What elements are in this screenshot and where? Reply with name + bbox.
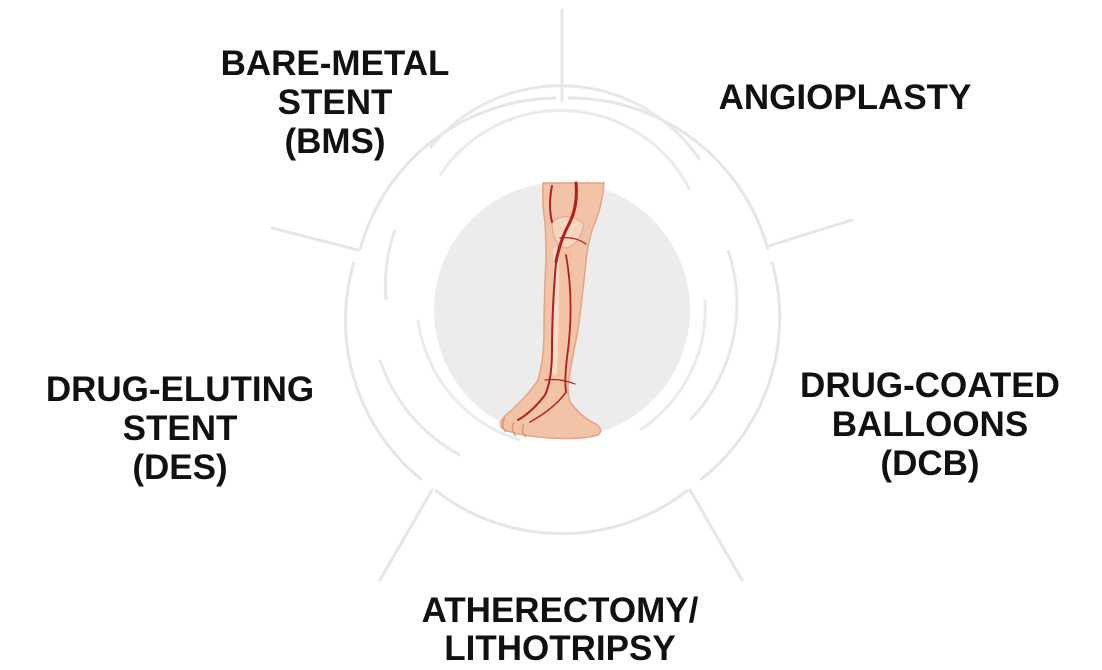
label-des-line-3: (DES) [0, 448, 360, 487]
spoke-upper-right [768, 220, 852, 246]
spoke-upper-left [272, 228, 358, 250]
label-athero-line-1: ATHERECTOMY/ [330, 592, 790, 630]
label-dcb-line-3: (DCB) [760, 444, 1100, 483]
label-atherectomy-lithotripsy: ATHERECTOMY/ LITHOTRIPSY [330, 592, 790, 668]
spoke-lower-left [380, 490, 432, 580]
label-angioplasty-line-1: ANGIOPLASTY [660, 78, 1030, 117]
label-bare-metal-stent: BARE-METAL STENT (BMS) [170, 44, 500, 161]
label-des-line-2: STENT [0, 409, 360, 448]
label-bms-line-3: (BMS) [170, 122, 500, 161]
spoke-lower-right [690, 490, 742, 580]
middle-ring-arc-3 [380, 360, 460, 455]
label-drug-eluting-stent: DRUG-ELUTING STENT (DES) [0, 370, 360, 487]
outer-ring-segment-3 [435, 490, 688, 534]
label-athero-line-2: LITHOTRIPSY [330, 630, 790, 668]
label-bms-line-2: STENT [170, 83, 500, 122]
label-dcb-line-1: DRUG-COATED [760, 366, 1100, 405]
label-angioplasty: ANGIOPLASTY [660, 78, 1030, 117]
label-des-line-1: DRUG-ELUTING [0, 370, 360, 409]
label-bms-line-1: BARE-METAL [170, 44, 500, 83]
label-dcb-line-2: BALLOONS [760, 405, 1100, 444]
middle-ring-arc-2 [690, 250, 737, 420]
middle-ring-arc-4 [385, 230, 395, 300]
label-drug-coated-balloons: DRUG-COATED BALLOONS (DCB) [760, 366, 1100, 483]
